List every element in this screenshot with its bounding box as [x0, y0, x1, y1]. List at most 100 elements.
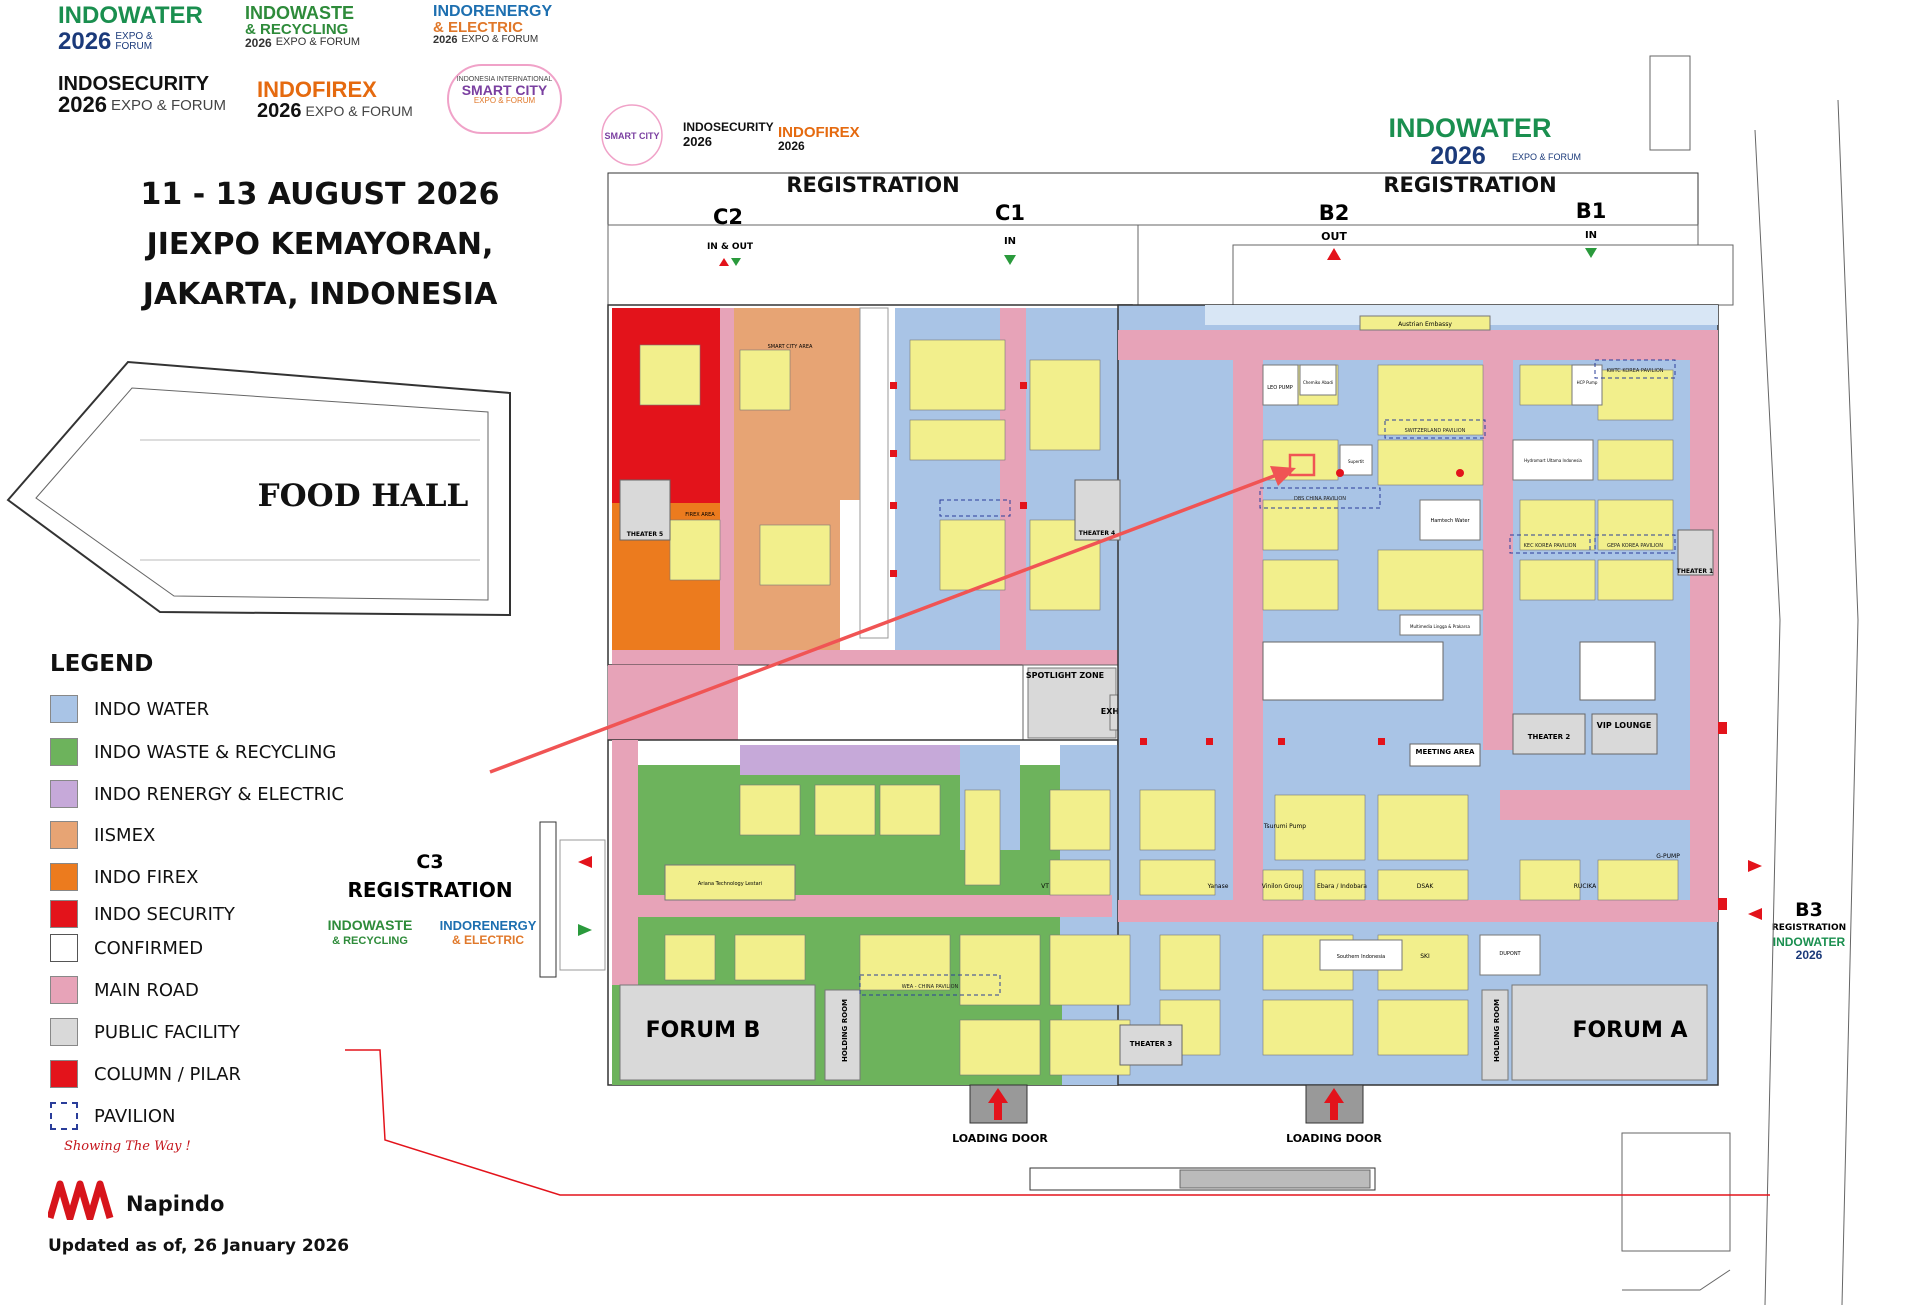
pointer-arrow-head-icon [1270, 466, 1296, 486]
entrance-b2-label: B2 [1319, 201, 1350, 225]
c-side-firex-year: 2026 [778, 139, 805, 153]
legend-label: INDO SECURITY [94, 903, 235, 925]
booth-dsak: DSAK [1417, 883, 1435, 890]
smartcity-logo-pre: INDONESIA INTERNATIONAL [456, 76, 553, 83]
forum-a-label: FORUM A [1572, 1018, 1687, 1043]
event-date: 11 - 13 AUGUST 2026 [140, 177, 500, 212]
indowater-logo-tag: EXPO & FORUM [115, 31, 153, 52]
indosecurity-logo-name: INDOSECURITY [58, 73, 210, 95]
legend-item: INDO SECURITY [50, 899, 235, 929]
legend-item: INDO RENERGY & ELECTRIC [50, 779, 344, 809]
legend-label: COLUMN / PILAR [94, 1063, 241, 1085]
booth-hamtech: Hamtech Water [1430, 518, 1470, 524]
entrance-c3-label: C3 [416, 851, 443, 873]
pavilion-kwtc-korea: KWTC KOREA PAVILION [1606, 368, 1663, 374]
legend-swatch [50, 934, 78, 962]
napindo-brand: Napindo [126, 1192, 225, 1216]
booth-hydromart: Hydromart Ultama Indonesia [1524, 458, 1582, 463]
legend-label: CONFIRMED [94, 937, 204, 959]
pavilion-switzerland: SWITZERLAND PAVILION [1405, 428, 1466, 434]
indowaste-logo-name: INDOWASTE [245, 3, 355, 23]
entrance-b1-note: IN [1585, 230, 1597, 241]
pointer-arrow [489, 471, 1283, 774]
updated-date: Updated as of, 26 January 2026 [48, 1236, 350, 1256]
booth-hcp: HCP Pump [1577, 380, 1598, 385]
smart-city-area-label: SMART CITY AREA [768, 344, 813, 350]
vip-lounge-label: VIP LOUNGE [1597, 721, 1652, 730]
indowater-logo-name: INDOWATER [58, 2, 203, 29]
c3-indowaste-sub: & RECYCLING [332, 935, 408, 947]
napindo-tagline: Showing The Way ! [64, 1139, 191, 1154]
pavilion-kec-korea: KEC KOREA PAVILION [1524, 543, 1577, 549]
indorenergy-logo-name: INDORENERGY [433, 3, 553, 20]
entrance-c3-note: REGISTRATION [347, 878, 512, 902]
legend-item: IISMEX [50, 820, 155, 850]
booth-rucika: RUCIKA [1574, 883, 1597, 890]
indofirex-logo: INDOFIREX 2026 EXPO & FORUM [257, 79, 427, 122]
legend-swatch [50, 863, 78, 891]
pavilion-dbs-china: DBS CHINA PAVILION [1294, 496, 1346, 502]
booth-ebara: Ebara / Indobara [1317, 883, 1367, 890]
booth-tsurumi: Tsurumi Pump [1263, 823, 1306, 830]
c3-indorenergy-name: INDORENERGY [440, 918, 537, 933]
loading-door-b-label: LOADING DOOR [1286, 1132, 1382, 1145]
booth-gpump: G-PUMP [1656, 853, 1680, 860]
b1-in-arrow-icon [1585, 248, 1597, 258]
legend-swatch [50, 780, 78, 808]
legend-label: INDO WATER [94, 698, 210, 720]
booth-yanase: Yanase [1207, 883, 1229, 890]
c3-arrow-in-icon [578, 856, 592, 868]
loading-door-c-arrow-icon [988, 1088, 1008, 1120]
booth-austrian: Austrian Embassy [1398, 321, 1452, 328]
indosecurity-logo: INDOSECURITY 2026 EXPO & FORUM [58, 74, 233, 116]
legend-item: INDO WASTE & RECYCLING [50, 737, 336, 767]
registration-band: REGISTRATION REGISTRATION C2 IN & OUT C1… [607, 172, 1734, 306]
indorenergy-logo-sub: & ELECTRIC [433, 19, 523, 36]
b3-registration: B3 REGISTRATION INDOWATER 2026 [1748, 860, 1846, 962]
b3-arrow-out-icon [1748, 860, 1762, 872]
booth-ariana: Ariana Technology Lestari [698, 881, 762, 887]
indosecurity-logo-tag: EXPO & FORUM [110, 96, 226, 114]
legend-item: CONFIRMED [50, 933, 203, 963]
legend-item: COLUMN / PILAR [50, 1059, 241, 1089]
legend-label: INDO FIREX [94, 866, 199, 888]
highlight-booth-marker [1288, 453, 1316, 477]
c-side-smartcity-name: SMART CITY [605, 131, 660, 141]
indosecurity-logo-year: 2026 [58, 92, 107, 117]
indowater-b-sign-year: 2026 [1430, 142, 1486, 170]
c-side-security-name: INDOSECURITY [683, 120, 774, 134]
legend-swatch [50, 695, 78, 723]
c3-indowaste-name: INDOWASTE [328, 917, 413, 933]
column-markers [890, 382, 1727, 910]
theater-1-label: THEATER 1 [1677, 568, 1713, 575]
entrance-b3-note: REGISTRATION [1772, 923, 1846, 933]
legend-item: PAVILION [50, 1101, 175, 1131]
indowater-logo-year: 2026 [58, 28, 112, 55]
indorenergy-logo-tag: EXPO & FORUM [461, 34, 539, 45]
legend-swatch [50, 900, 78, 928]
c3-arrow-out-icon [578, 924, 592, 936]
firex-area-label: FIREX AREA [685, 512, 715, 518]
indowaste-logo-sub: & RECYCLING [245, 21, 349, 38]
legend-label: INDO RENERGY & ELECTRIC [94, 783, 344, 805]
booth-clusters [639, 339, 1679, 1076]
c1-in-arrow-icon [1004, 255, 1016, 265]
b2-out-arrow-icon [1327, 248, 1341, 260]
legend-title: LEGEND [50, 651, 154, 677]
booth-dupont: DUPONT [1499, 951, 1521, 957]
entrance-c1-label: C1 [995, 201, 1025, 225]
food-hall: FOOD HALL [6, 360, 511, 617]
booth-southern: Southern Indonesia [1337, 954, 1386, 960]
indowaste-logo: INDOWASTE & RECYCLING 2026 EXPO & FORUM [245, 4, 415, 49]
entrance-b3-label: B3 [1795, 899, 1823, 921]
entrance-b1-label: B1 [1576, 199, 1607, 223]
loading-doors: LOADING DOOR LOADING DOOR [952, 1084, 1382, 1191]
legend-item: MAIN ROAD [50, 975, 199, 1005]
b3-indowater-year: 2026 [1796, 948, 1823, 962]
legend-item: INDO FIREX [50, 862, 198, 892]
entrance-c2-note: IN & OUT [707, 242, 754, 252]
forum-b-label: FORUM B [646, 1018, 761, 1043]
legend-item: INDO WATER [50, 694, 209, 724]
theater-2-label: THEATER 2 [1528, 733, 1571, 741]
